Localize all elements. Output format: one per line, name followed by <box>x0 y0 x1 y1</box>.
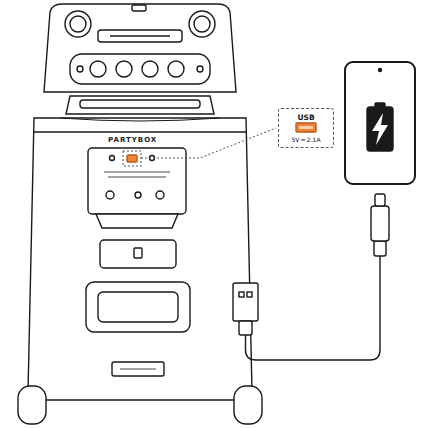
brand-label: PARTYBOX <box>108 136 157 144</box>
port-name: USB <box>282 113 330 122</box>
port-rating: 5V ━ 2.1A <box>282 135 330 144</box>
callout-box: USB 5V ━ 2.1A <box>278 108 334 148</box>
